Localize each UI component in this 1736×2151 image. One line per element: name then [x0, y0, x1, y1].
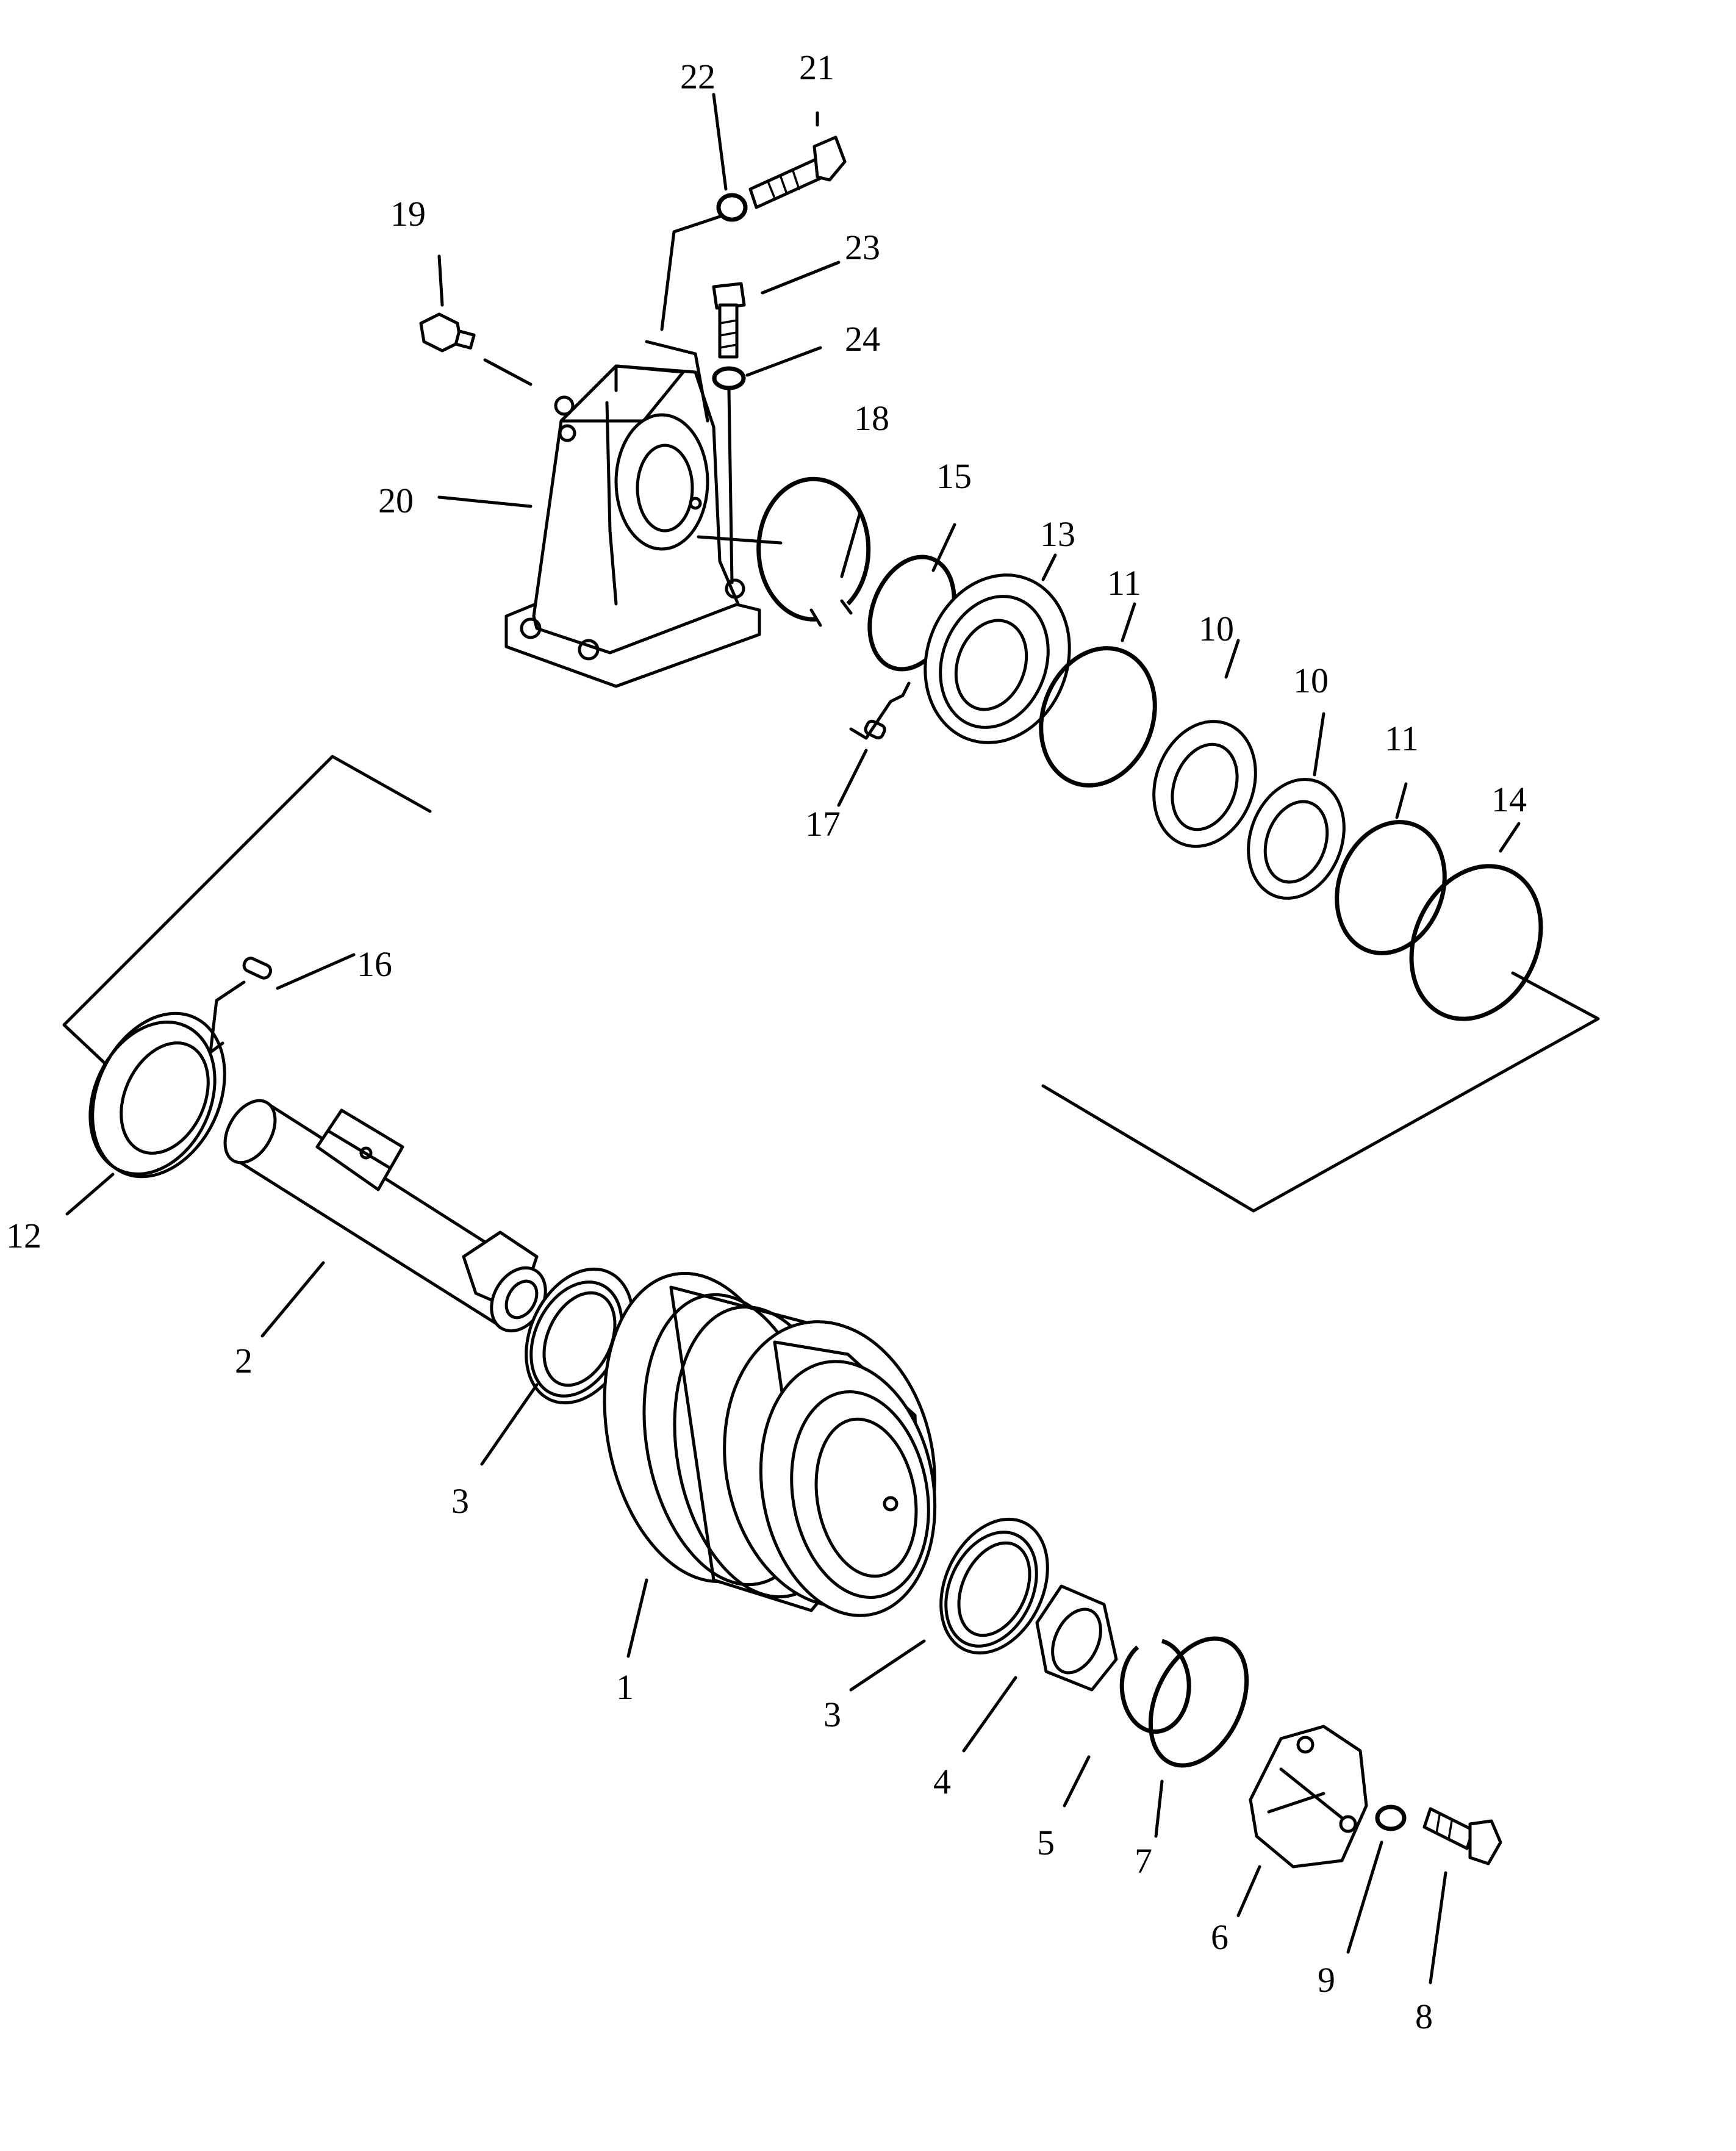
leader-lines — [65, 93, 1521, 1984]
part-16-pin — [242, 957, 273, 980]
label-part-24: 24 — [845, 319, 880, 359]
assembly-bracket-lines — [62, 755, 1600, 1213]
label-part-11: 11 — [1385, 719, 1419, 758]
label-part-20: 20 — [378, 481, 414, 520]
label-part-17: 17 — [805, 804, 841, 844]
label-part-15: 15 — [936, 456, 972, 496]
part-7-o-ring — [1148, 1636, 1249, 1768]
label-part-21: 21 — [799, 48, 834, 87]
label-part-8: 8 — [1415, 1997, 1433, 2036]
label-part-5: 5 — [1037, 1823, 1055, 1862]
label-part-3: 3 — [823, 1695, 841, 1734]
part-14-o-ring — [1409, 864, 1543, 1021]
part-20-bracket-housing — [504, 340, 761, 688]
label-part-10: 10 — [1293, 661, 1329, 700]
part-6-cover — [1249, 1725, 1368, 1869]
label-part-6: 6 — [1211, 1917, 1228, 1957]
label-part-9: 9 — [1318, 1960, 1335, 2000]
part-21-bolt — [748, 135, 847, 209]
part-10-floating-seal-b — [1247, 778, 1346, 900]
part-2-shaft — [223, 1099, 547, 1333]
part-13-seal-housing — [924, 573, 1071, 744]
part-11-o-ring-upper — [1039, 646, 1157, 788]
part-24-spring-washer — [712, 366, 746, 390]
label-part-2: 2 — [235, 1341, 253, 1381]
label-part-13: 13 — [1040, 514, 1075, 554]
label-part-16: 16 — [357, 944, 392, 984]
label-part-14: 14 — [1491, 780, 1527, 819]
label-part-3: 3 — [451, 1481, 469, 1521]
part-12-seal-collar — [88, 1011, 226, 1179]
label-part-7: 7 — [1135, 1841, 1152, 1881]
part-10-floating-seal-a — [1152, 720, 1257, 848]
label-part-1: 1 — [616, 1667, 634, 1707]
label-part-18: 18 — [854, 398, 889, 438]
part-8-bolt — [1422, 1807, 1502, 1866]
label-part-4: 4 — [933, 1762, 951, 1801]
part-23-bolt — [712, 282, 746, 359]
part-9-spring-washer — [1375, 1804, 1407, 1831]
part-3-bearing-right — [939, 1517, 1049, 1655]
part-19-bolt — [419, 312, 476, 353]
part-1-carrier-roller — [603, 1271, 937, 1617]
label-part-10: 10 — [1199, 609, 1234, 648]
part-4-nut — [1035, 1584, 1118, 1692]
part-11-o-ring-lower — [1335, 820, 1447, 955]
part-22-spring-washer — [716, 193, 748, 222]
callout-labels: 1 2 3 3 4 5 6 7 8 9 10 10 11 11 12 13 14… — [6, 48, 1527, 2036]
label-part-23: 23 — [845, 228, 880, 267]
label-part-11: 11 — [1107, 563, 1141, 603]
label-part-12: 12 — [6, 1216, 41, 1255]
part-5-snap-ring — [1119, 1639, 1191, 1734]
label-part-22: 22 — [680, 57, 716, 96]
part-18-snap-ring — [756, 476, 871, 627]
label-part-19: 19 — [390, 194, 426, 234]
